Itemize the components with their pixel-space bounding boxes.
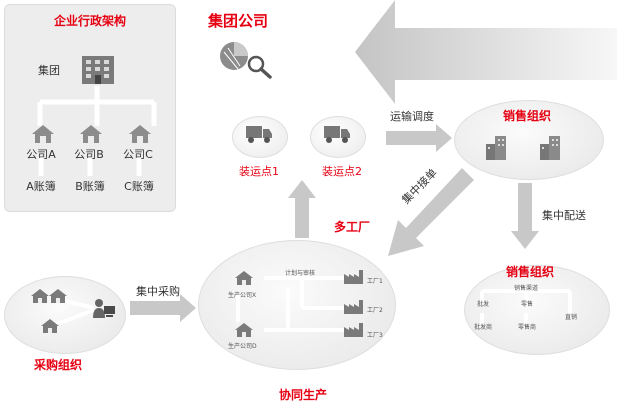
company-c-label: 公司C (123, 148, 153, 161)
factory-1-label: 工厂1 (367, 278, 383, 285)
transport-label: 运输调度 (390, 110, 434, 123)
analysis-magnifier-icon (220, 42, 272, 79)
company-a-house-icon (32, 125, 54, 143)
house-icon (235, 323, 253, 337)
procurement-arrow-label: 集中采购 (136, 285, 180, 298)
ledger-c-label: C账簿 (124, 180, 154, 193)
sales-channel-tree-lines (480, 289, 572, 325)
production-company-d-label: 生产公司D (228, 343, 257, 350)
procurement-title: 采购组织 (33, 358, 83, 372)
group-label: 集团 (38, 64, 60, 77)
sales-channel-label: 销售渠道 (513, 285, 539, 292)
company-c-house-icon (129, 125, 151, 143)
buildings-icon (486, 136, 506, 160)
channel-retail: 零售 (520, 301, 534, 308)
sales-org-top-title: 销售组织 (502, 109, 552, 123)
office-building-icon (82, 56, 114, 84)
distribution-arrow (511, 183, 539, 249)
house-icon (31, 289, 49, 303)
org-panel-title: 企业行政架构 (53, 14, 127, 28)
transport-arrow (386, 124, 452, 152)
multi-factory-label: 多工厂 (334, 220, 371, 234)
house-icon (235, 271, 253, 285)
factory-icon (344, 300, 363, 314)
channel-wholesaler: 批发商 (473, 324, 493, 331)
centralized-order-arrow (388, 168, 474, 256)
ledger-b-label: B账簿 (75, 180, 105, 193)
factory-3-label: 工厂3 (367, 332, 383, 339)
sales-org-bottom-title: 销售组织 (505, 265, 555, 279)
sales-org-bottom-node (464, 265, 610, 355)
production-title: 协同生产 (278, 388, 328, 402)
production-flow-lines (236, 276, 344, 332)
plan-approval-label: 计划与审核 (285, 270, 316, 277)
channel-direct: 直销 (564, 314, 578, 321)
sales-org-top-node (454, 100, 604, 180)
procurement-arrow (130, 294, 196, 322)
buyer-computer-icon (93, 299, 115, 318)
factory-2-label: 工厂2 (367, 307, 383, 314)
house-icon (41, 319, 59, 333)
channel-retailer: 零售商 (517, 324, 537, 331)
centralized-distribution-label: 集中配送 (542, 209, 586, 222)
production-to-shipping-arrow (288, 180, 316, 238)
truck-icon (324, 126, 350, 143)
channel-wholesale: 批发 (476, 301, 490, 308)
house-icon (49, 289, 67, 303)
company-a-label: 公司A (26, 148, 56, 161)
ledger-a-label: A账簿 (26, 180, 56, 193)
buildings-icon (540, 136, 560, 160)
procurement-node (4, 276, 126, 354)
company-b-house-icon (80, 125, 102, 143)
production-company-x-label: 生产公司X (228, 292, 257, 299)
shipping-point-2-label: 装运点2 (322, 165, 362, 178)
company-b-label: 公司B (74, 148, 104, 161)
org-tree-lines (37, 86, 157, 176)
truck-icon (246, 126, 272, 143)
factory-icon (344, 323, 363, 337)
shipping-point-1-label: 装运点1 (239, 165, 279, 178)
headquarters-title: 集团公司 (208, 12, 269, 30)
org-structure-panel (4, 4, 176, 212)
factory-icon (344, 270, 363, 284)
